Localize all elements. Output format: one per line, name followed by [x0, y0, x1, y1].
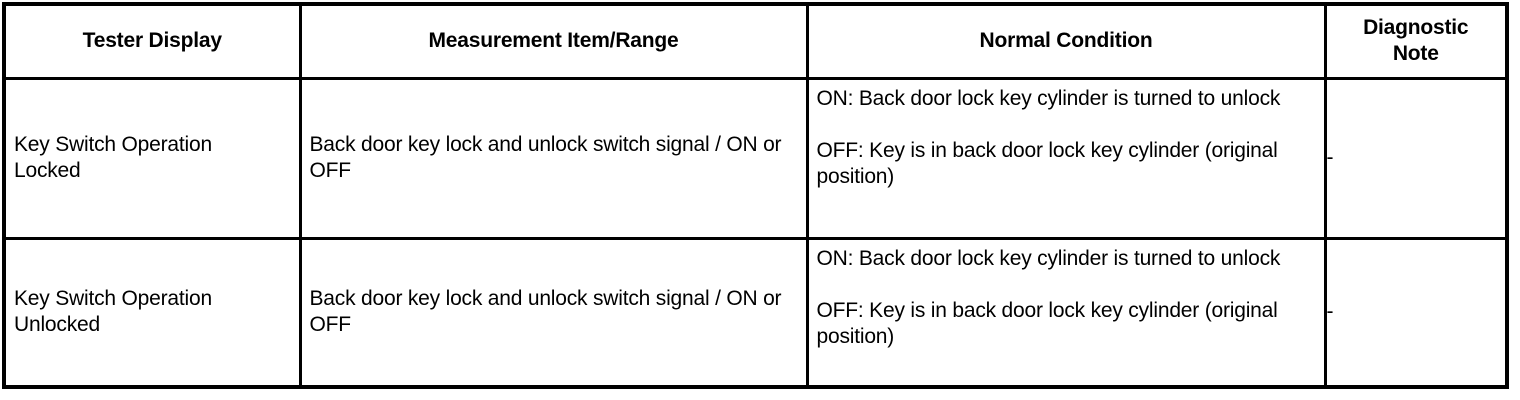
cell-tester-display: Key Switch Operation Locked	[2, 76, 302, 240]
cell-diagnostic-note: -	[1323, 76, 1509, 240]
tester-display-line2: Locked	[14, 159, 81, 182]
measurement-item-range-text: Back door key lock and unlock switch sig…	[309, 287, 782, 337]
cell-normal-condition: ON: Back door lock key cylinder is turne…	[805, 236, 1327, 389]
header-row: Tester Display Measurement Item/Range No…	[2, 2, 1509, 80]
diagnostic-note-text: -	[1326, 300, 1334, 324]
tester-display-line1: Key Switch Operation	[14, 287, 212, 311]
normal-condition-off: OFF: Key is in back door lock key cylind…	[816, 298, 1278, 348]
column-header-diagnostic-note-line1: Diagnostic	[1363, 16, 1469, 40]
cell-normal-condition: ON: Back door lock key cylinder is turne…	[805, 76, 1327, 240]
table-body: Key Switch Operation Locked Back door ke…	[2, 76, 1509, 389]
cell-tester-display: Key Switch Operation Unlocked	[2, 236, 302, 389]
cell-measurement-item-range: Back door key lock and unlock switch sig…	[298, 236, 809, 389]
normal-condition-off: OFF: Key is in back door lock key cylind…	[816, 138, 1278, 188]
measurement-item-range-text: Back door key lock and unlock switch sig…	[309, 133, 782, 182]
normal-condition-spacer	[817, 112, 1316, 138]
normal-condition-on: ON: Back door lock key cylinder is turne…	[816, 86, 1281, 110]
tester-display-line2: Unlocked	[14, 313, 100, 337]
column-header-diagnostic-note-line2: Note	[1392, 42, 1439, 66]
column-header-diagnostic-note: Diagnostic Note	[1323, 2, 1509, 80]
table-row: Key Switch Operation Locked Back door ke…	[2, 76, 1509, 240]
cell-measurement-item-range: Back door key lock and unlock switch sig…	[298, 76, 809, 240]
diagnostic-spec-table: Tester Display Measurement Item/Range No…	[2, 2, 1509, 389]
column-header-tester-display: Tester Display	[2, 2, 302, 80]
table-header: Tester Display Measurement Item/Range No…	[2, 2, 1509, 80]
normal-condition-spacer	[817, 272, 1316, 298]
cell-diagnostic-note: -	[1323, 236, 1509, 389]
column-header-measurement-item-range: Measurement Item/Range	[298, 2, 809, 80]
column-header-normal-condition: Normal Condition	[805, 2, 1327, 80]
diagnostic-note-text: -	[1326, 146, 1334, 169]
table-row: Key Switch Operation Unlocked Back door …	[2, 236, 1509, 389]
tester-display-line1: Key Switch Operation	[14, 133, 212, 156]
normal-condition-on: ON: Back door lock key cylinder is turne…	[816, 246, 1281, 270]
